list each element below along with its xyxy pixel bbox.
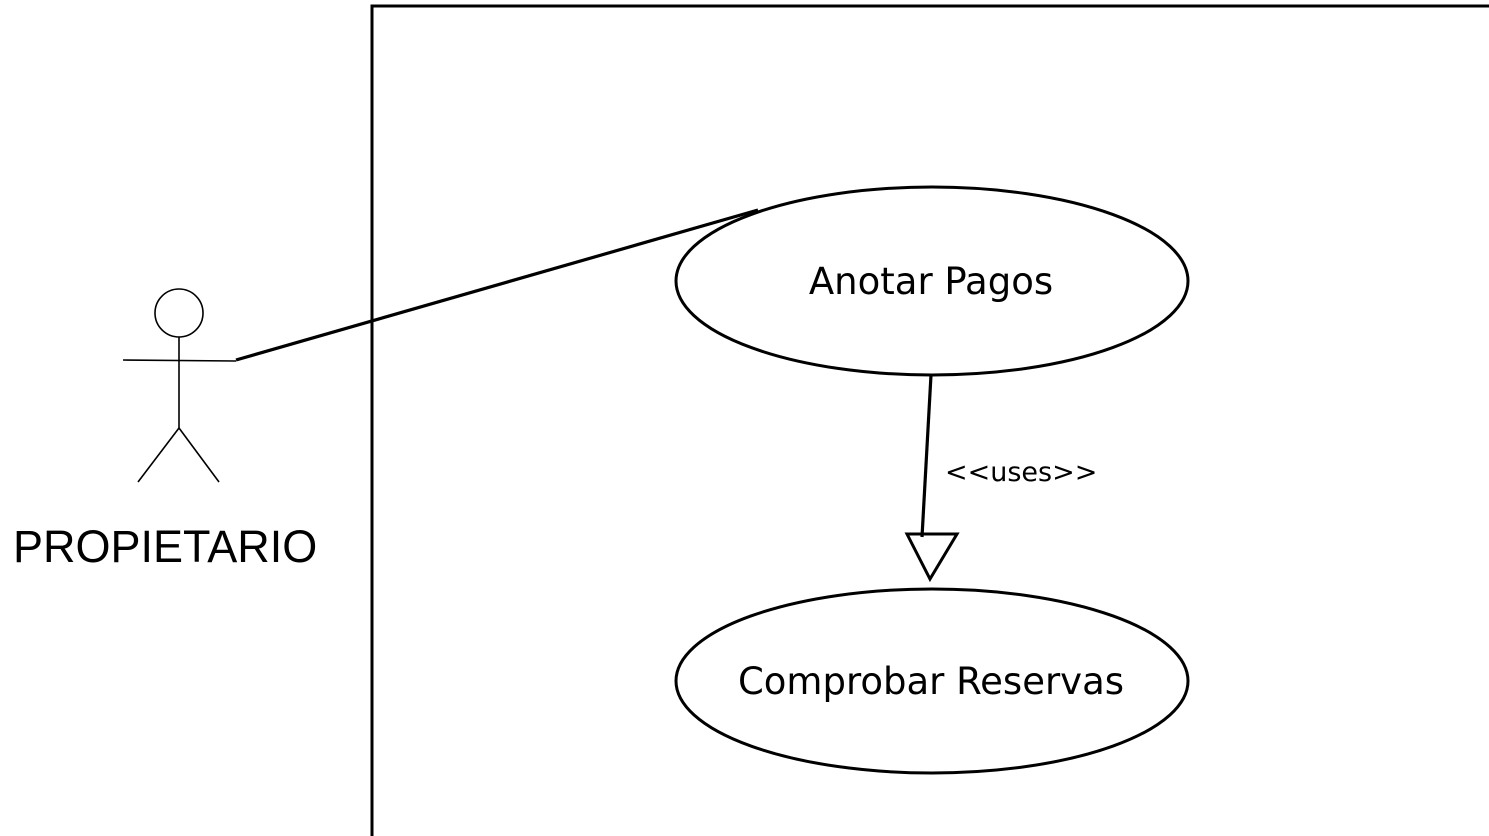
use-case-anotar-pagos[interactable]: Anotar Pagos (674, 185, 1190, 377)
actor-arms (122, 359, 237, 362)
uses-relationship: <<uses>> (904, 374, 1097, 583)
use-case-label: Comprobar Reservas (738, 660, 1124, 703)
actor-head (154, 288, 204, 338)
actor-label: PROPIETARIO (13, 521, 317, 572)
use-case-ellipse (674, 587, 1190, 775)
uses-line (920, 374, 933, 538)
generalization-arrowhead (904, 532, 960, 583)
use-case-ellipse (674, 185, 1190, 377)
actor-right-leg (178, 427, 220, 483)
actor-left-leg (137, 427, 180, 483)
uses-label: <<uses>> (945, 457, 1097, 488)
association-line (235, 208, 759, 362)
use-case-label: Anotar Pagos (809, 260, 1053, 303)
actor-propietario[interactable]: PROPIETARIO (13, 288, 317, 572)
system-boundary (370, 4, 1489, 836)
use-case-comprobar-reservas[interactable]: Comprobar Reservas (674, 587, 1190, 775)
